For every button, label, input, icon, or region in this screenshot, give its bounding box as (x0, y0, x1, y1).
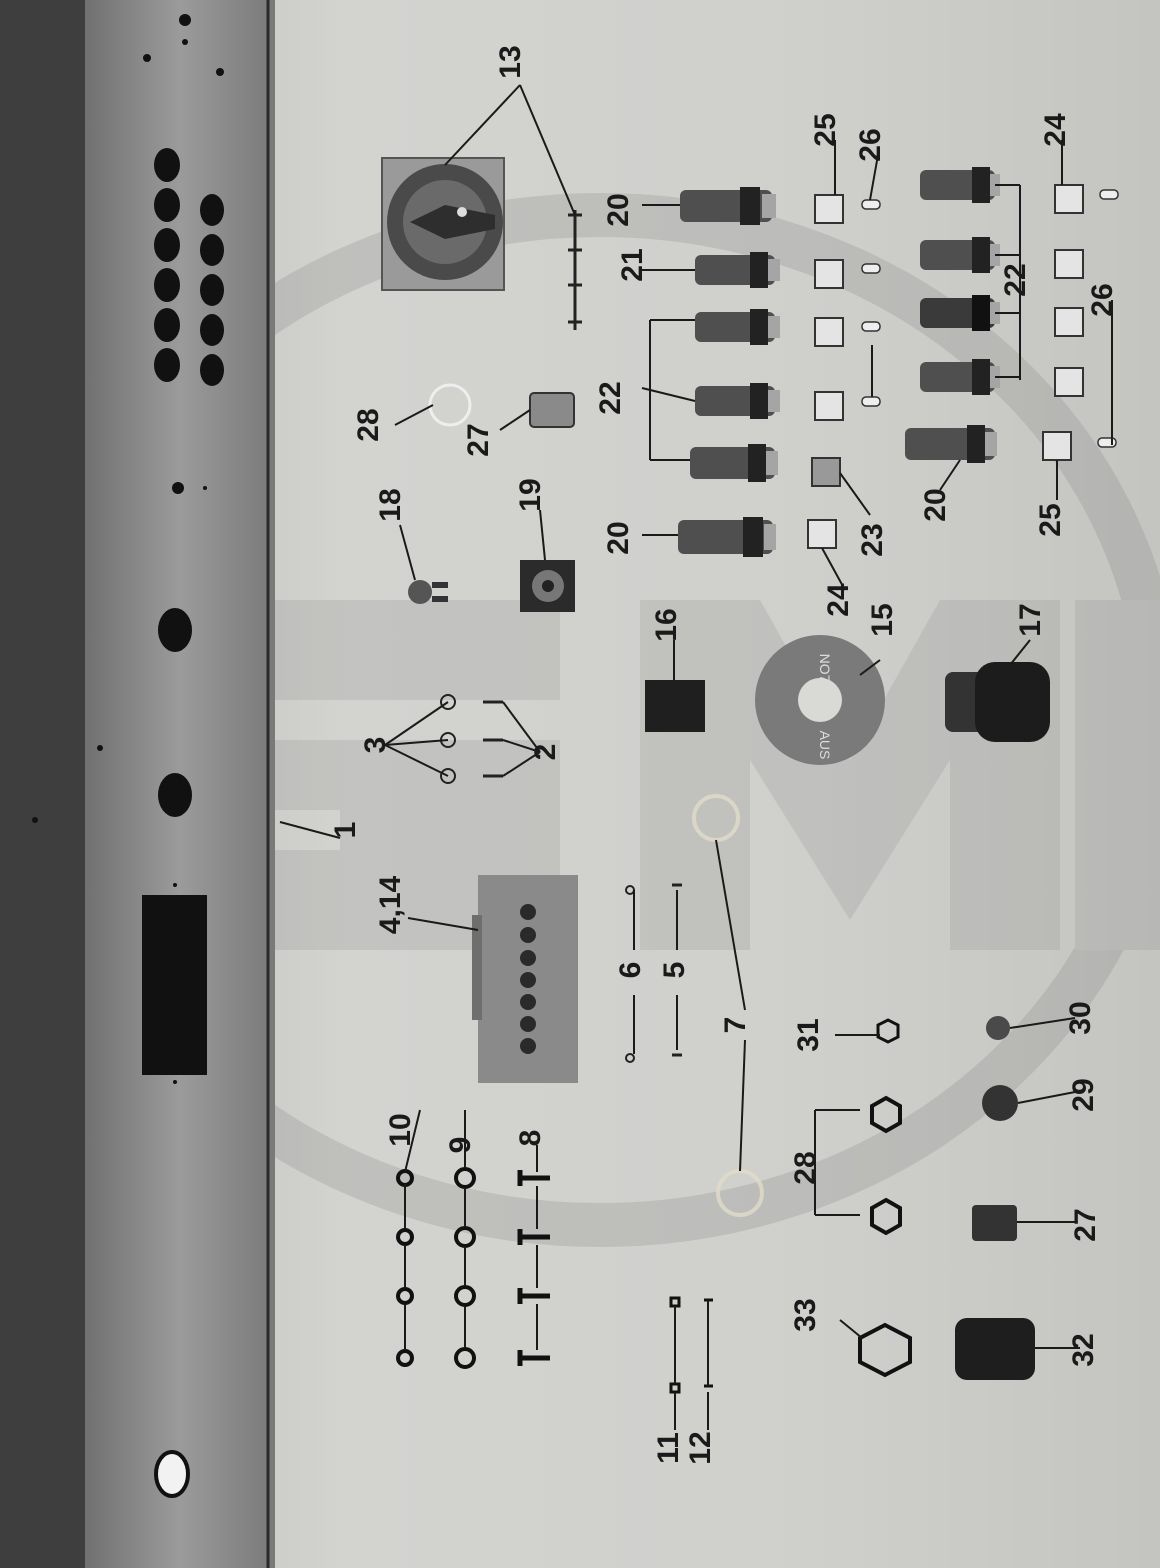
callout-17-28: 17 (1014, 603, 1047, 636)
callout-25-17: 25 (809, 113, 842, 146)
knob-plate-top-text: NO7 (817, 654, 833, 683)
callout-20-13: 20 (602, 193, 635, 226)
rotary-selector (520, 560, 575, 612)
callout-10-8: 10 (384, 1113, 417, 1146)
knob-plate: NO7 AUS (755, 635, 885, 765)
callout-27-32: 27 (462, 423, 495, 456)
callout-20-23: 20 (919, 488, 952, 521)
callout-33-38: 33 (789, 1298, 822, 1331)
callout-22-15: 22 (594, 381, 627, 414)
callout-28-36: 28 (789, 1151, 822, 1184)
callout-7-7: 7 (719, 1017, 752, 1034)
callout-24-25: 24 (822, 583, 855, 617)
front-panel (0, 0, 275, 1568)
callout-18-29: 18 (374, 488, 407, 521)
callout-1-1: 1 (329, 822, 362, 839)
indicator-block (472, 875, 578, 1083)
upper-nut-gland (430, 385, 574, 427)
callout-26-21: 26 (1086, 283, 1119, 316)
callout-30-34: 30 (1064, 1001, 1097, 1034)
callout-22-20: 22 (999, 263, 1032, 296)
callout-9-9: 9 (444, 1137, 477, 1154)
callout-6-5: 6 (614, 962, 647, 979)
callout-32-39: 32 (1067, 1333, 1100, 1366)
knob (945, 662, 1050, 742)
callout-3-2: 3 (359, 737, 392, 754)
callout-20-16: 20 (602, 521, 635, 554)
callout-13-0: 13 (494, 45, 527, 78)
knob-plate-bottom-text: AUS (817, 731, 833, 760)
potentiometer (408, 580, 448, 604)
callout-11-11: 11 (652, 1432, 685, 1464)
callout-29-35: 29 (1067, 1078, 1100, 1111)
callout-31-33: 31 (792, 1018, 825, 1051)
callout-2-3: 2 (529, 744, 562, 761)
main-switch (382, 158, 504, 290)
callout-26-18: 26 (854, 128, 887, 161)
callout-15-26: 15 (866, 603, 899, 636)
callout-24-19: 24 (1039, 113, 1072, 147)
callout-4-14-4: 4,14 (374, 875, 407, 934)
callout-19-30: 19 (514, 478, 547, 511)
callout-5-6: 5 (658, 962, 691, 979)
callout-8-10: 8 (514, 1130, 547, 1147)
callout-27-37: 27 (1069, 1208, 1102, 1241)
callout-25-22: 25 (1034, 503, 1067, 536)
callout-16-27: 16 (650, 608, 683, 641)
callout-28-31: 28 (352, 408, 385, 441)
callout-21-14: 21 (616, 248, 649, 281)
callout-23-24: 23 (856, 523, 889, 556)
callout-12-12: 12 (684, 1431, 717, 1464)
